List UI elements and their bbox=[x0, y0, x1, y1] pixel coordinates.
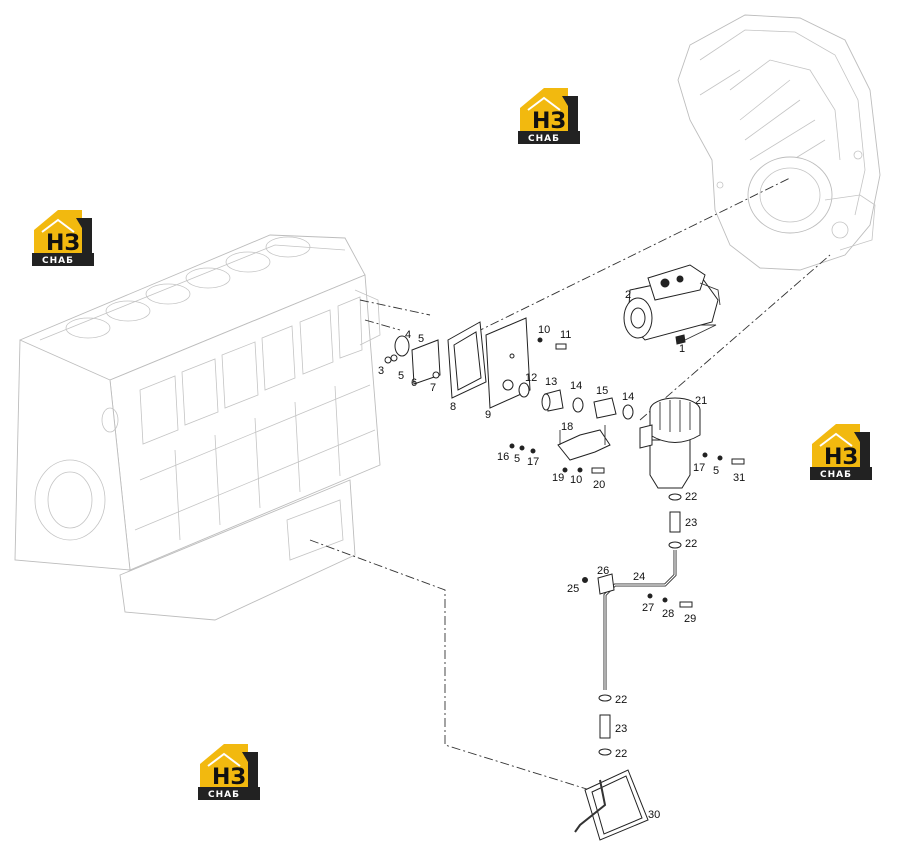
label-part-14a: 14 bbox=[570, 380, 582, 392]
watermark-logo: НЗ СНАБ bbox=[517, 87, 581, 145]
label-part-4: 4 bbox=[405, 329, 411, 341]
watermark-lettering: НЗ bbox=[212, 765, 246, 790]
label-part-12: 12 bbox=[525, 372, 537, 384]
label-part-9: 9 bbox=[485, 409, 491, 421]
label-part-31: 31 bbox=[733, 472, 745, 484]
label-part-19: 19 bbox=[552, 472, 564, 484]
label-part-13: 13 bbox=[545, 376, 557, 388]
label-part-3: 3 bbox=[378, 365, 384, 377]
label-part-30: 30 bbox=[648, 809, 660, 821]
label-part-10b: 10 bbox=[570, 474, 582, 486]
label-part-23a: 23 bbox=[685, 517, 697, 529]
label-part-20: 20 bbox=[593, 479, 605, 491]
label-part-15: 15 bbox=[596, 385, 608, 397]
label-part-22b: 22 bbox=[685, 538, 697, 550]
adapter-parts bbox=[384, 317, 634, 474]
label-part-21: 21 bbox=[695, 395, 707, 407]
flywheel-housing bbox=[677, 14, 881, 271]
watermark-caption: СНАБ bbox=[208, 790, 240, 800]
label-part-17b: 17 bbox=[693, 462, 705, 474]
oil-filter-assembly bbox=[639, 397, 745, 489]
watermark-lettering: НЗ bbox=[824, 445, 858, 470]
part-labels: 1 2 3 4 5 5 6 7 8 9 10 11 12 13 14 14 15… bbox=[378, 289, 745, 821]
label-part-25: 25 bbox=[567, 583, 579, 595]
label-part-5a: 5 bbox=[418, 333, 424, 345]
watermark-logo: НЗ СНАБ bbox=[197, 743, 261, 801]
label-part-5c: 5 bbox=[514, 453, 520, 465]
label-part-23b: 23 bbox=[615, 723, 627, 735]
label-part-8: 8 bbox=[450, 401, 456, 413]
starter-motor bbox=[623, 264, 721, 345]
watermark-lettering: НЗ bbox=[532, 109, 566, 134]
label-part-22c: 22 bbox=[615, 694, 627, 706]
label-part-28: 28 bbox=[662, 608, 674, 620]
watermark-caption: СНАБ bbox=[820, 470, 852, 480]
sump-cover-plate bbox=[574, 769, 649, 841]
label-part-16: 16 bbox=[497, 451, 509, 463]
label-part-24: 24 bbox=[633, 571, 645, 583]
watermark-logo: НЗ СНАБ bbox=[31, 209, 95, 267]
label-part-26: 26 bbox=[597, 565, 609, 577]
watermark-caption: СНАБ bbox=[528, 134, 560, 144]
label-part-1: 1 bbox=[679, 343, 685, 355]
label-part-18: 18 bbox=[561, 421, 573, 433]
label-part-2: 2 bbox=[625, 289, 631, 301]
label-part-5d: 5 bbox=[713, 465, 719, 477]
label-part-22a: 22 bbox=[685, 491, 697, 503]
label-part-29: 29 bbox=[684, 613, 696, 625]
engine-block bbox=[14, 234, 381, 621]
label-part-6: 6 bbox=[411, 377, 417, 389]
watermark-logo: НЗ СНАБ bbox=[809, 423, 873, 481]
watermark-lettering: НЗ bbox=[46, 231, 80, 256]
oil-pipe bbox=[582, 493, 693, 756]
label-part-11: 11 bbox=[560, 329, 571, 341]
label-part-17a: 17 bbox=[527, 456, 539, 468]
label-part-27: 27 bbox=[642, 602, 654, 614]
label-part-10a: 10 bbox=[538, 324, 550, 336]
label-part-5b: 5 bbox=[398, 370, 404, 382]
label-part-7: 7 bbox=[430, 382, 436, 394]
label-part-14b: 14 bbox=[622, 391, 634, 403]
label-part-22d: 22 bbox=[615, 748, 627, 760]
watermark-caption: СНАБ bbox=[42, 256, 74, 266]
